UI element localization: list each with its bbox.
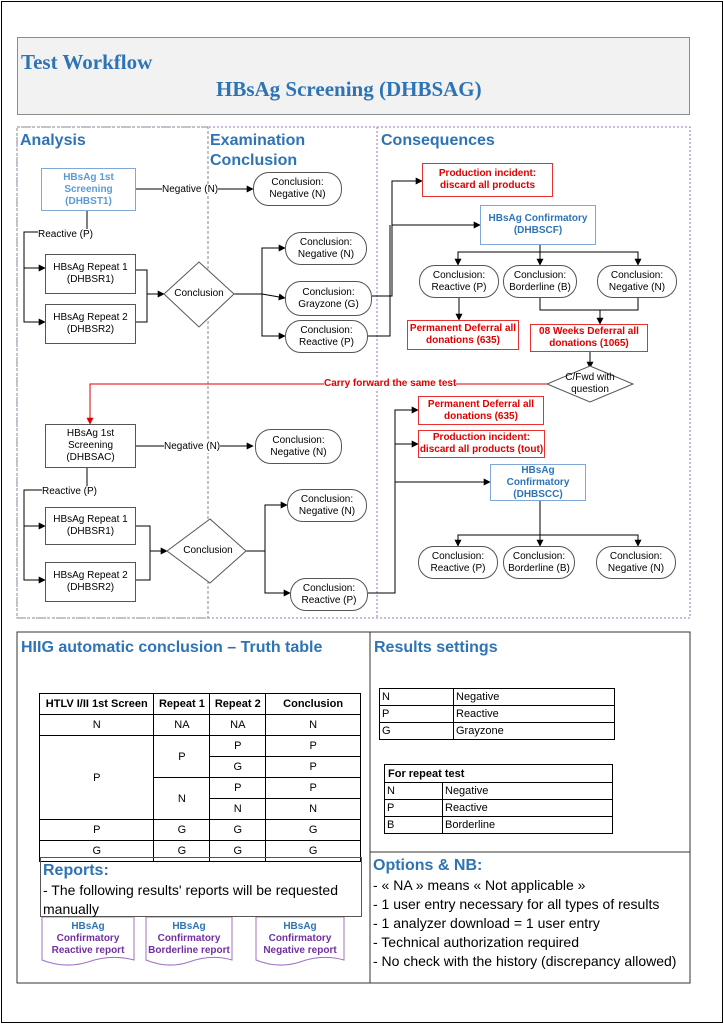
conclusion-grayzone: Conclusion: Grayzone (G) [285,281,372,316]
weeks-deferral-box: 08 Weeks Deferral all donations (1065) [530,324,648,352]
option-line: - Technical authorization required [373,934,579,950]
truth-table-title: HIIG automatic conclusion – Truth table [21,639,323,656]
th-conclusion: Conclusion [265,693,361,715]
negative-edge-label-2: Negative (N) [164,441,221,453]
page-title: Test Workflow [21,50,153,74]
reports-text: - The following results' reports will be… [43,882,338,917]
carry-forward-label: Carry forward the same test [324,378,457,389]
confirm-reactive: Conclusion: Reactive (P) [419,265,499,298]
decision-diamond-2 [166,518,247,584]
conclusion-reactive-2: Conclusion: Reactive (P) [290,578,368,611]
reports-panel: Reports: - The following results' report… [40,857,362,917]
header-panel [17,37,690,115]
decision-label-2: Conclusion [183,545,233,556]
report-doc-borderline: HBsAg Confirmatory Borderline report [148,921,230,956]
cfwd-diamond [545,365,635,403]
page-subtitle: HBsAg Screening (DHBSAG) [216,77,482,101]
workflow-frame [16,126,691,619]
repeat-test-title: For repeat test [384,764,613,783]
option-line: - 1 user entry necessary for all types o… [373,896,660,912]
reactive-edge-label-2: Reactive (P) [42,486,98,498]
option-line: - 1 analyzer download = 1 user entry [373,915,600,931]
decision-label: Conclusion [174,288,224,299]
conclusion-negative: Conclusion: Negative (N) [285,232,367,265]
production-incident-box-2: Production incident: discard all product… [418,430,545,458]
option-line: - « NA » means « Not applicable » [373,877,586,893]
conclusion-negative-top: Conclusion: Negative (N) [253,172,342,206]
production-incident-box: Production incident: discard all product… [422,163,553,197]
reactive-edge-label: Reactive (P) [38,229,94,241]
report-doc-negative: HBsAg Confirmatory Negative report [263,921,337,956]
decision-diamond-1 [163,261,235,328]
confirm-reactive-2: Conclusion: Reactive (P) [418,546,498,579]
cfwd-label: C/Fwd with question [565,372,615,395]
options-title: Options & NB: [373,857,483,874]
th-repeat1: Repeat 1 [153,693,211,715]
confirm-negative: Conclusion: Negative (N) [597,265,677,298]
confirmatory-box: HBsAg Confirmatory (DHBSCF) [480,205,596,245]
confirm-borderline-2: Conclusion: Borderline (B) [503,546,575,579]
report-doc-reactive: HBsAg Confirmatory Reactive report [51,921,125,956]
confirmatory-box-2: HBsAg Confirmatory (DHBSCC) [490,464,586,501]
reports-title: Reports: [43,862,109,879]
section-analysis: Analysis [20,132,86,149]
repeat-2-box-2: HBsAg Repeat 2 (DHBSR2) [45,562,136,602]
results-settings-title: Results settings [374,639,498,656]
conclusion-reactive: Conclusion: Reactive (P) [285,320,368,353]
confirm-borderline: Conclusion: Borderline (B) [503,265,577,298]
analysis-frame [16,126,209,619]
conclusion-negative-top-2: Conclusion: Negative (N) [255,429,342,464]
permanent-deferral-box: Permanent Deferral all donations (635) [407,320,519,350]
lower-frame [16,631,691,984]
screening-1-box: HBsAg 1st Screening (DHBST1) [41,168,136,211]
repeat-1-box: HBsAg Repeat 1 (DHBSR1) [45,254,136,294]
repeat-1-box-2: HBsAg Repeat 1 (DHBSR1) [45,507,136,545]
th-repeat2: Repeat 2 [209,693,267,715]
conclusion-negative-2: Conclusion: Negative (N) [287,489,367,522]
negative-edge-label: Negative (N) [162,184,219,196]
screening-2-box: HBsAg 1st Screening (DHBSAC) [45,424,136,468]
option-line: - No check with the history (discrepancy… [373,953,677,969]
repeat-2-box: HBsAg Repeat 2 (DHBSR2) [45,304,136,344]
th-screen: HTLV I/II 1st Screen [38,693,155,715]
section-consequences: Consequences [381,132,495,149]
permanent-deferral-box-2: Permanent Deferral all donations (635) [418,396,544,425]
confirm-negative-2: Conclusion: Negative (N) [596,546,676,579]
options-list: - « NA » means « Not applicable » - 1 us… [373,876,688,971]
truth-table: HTLV I/II 1st Screen Repeat 1 Repeat 2 C… [38,693,361,862]
section-examination: Examination Conclusion [210,132,306,169]
